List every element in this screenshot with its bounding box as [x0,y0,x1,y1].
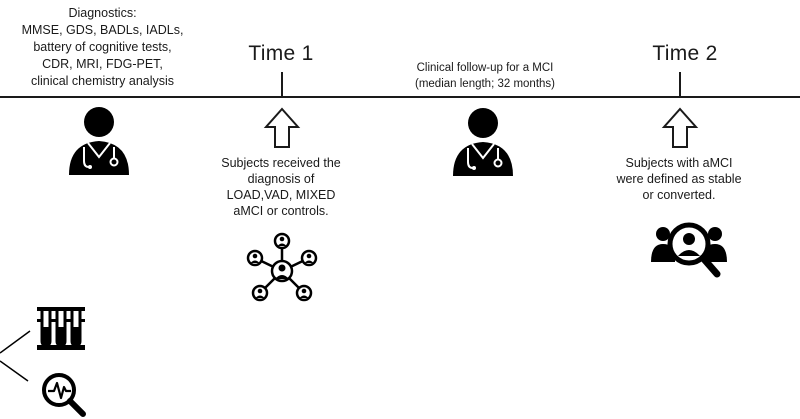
diagnostics-line: clinical chemistry analysis [30,74,175,88]
time2-caption-line: Subjects with aMCI [625,156,733,170]
time1-caption-line: LOAD,VAD, MIXED [226,188,336,202]
doctor-icon [69,107,129,175]
followup-text: Clinical follow-up for a MCI (median len… [390,60,580,92]
diagnostics-line: MMSE, GDS, BADLs, IADLs, [21,23,184,37]
test-tubes-icon [37,307,85,350]
diagnostics-line: battery of cognitive tests, [33,40,172,54]
diagnostics-line: Diagnostics: [68,6,137,20]
time1-caption-line: diagnosis of [247,172,315,186]
up-arrow-icon [661,107,699,148]
time2-label: Time 2 [652,42,718,65]
time2-caption-line: were defined as stable [616,172,742,186]
up-arrow-icon [263,107,301,148]
followup-line: Clinical follow-up for a MCI [416,62,554,74]
time1-tick [281,72,283,97]
time1-caption-line: aMCI or controls. [233,204,329,218]
time2-tick [679,72,681,97]
magnifier-pulse-icon [42,373,86,417]
diagnostics-line: CDR, MRI, FDG-PET, [42,57,163,71]
time2-caption: Subjects with aMCI were defined as stabl… [594,155,764,203]
branch-lines [0,330,31,382]
followup-line: (median length; 32 months) [415,78,555,90]
network-people-icon [246,232,318,302]
group-search-icon [651,222,727,278]
time1-caption-line: Subjects received the [221,156,341,170]
diagnostics-text: Diagnostics: MMSE, GDS, BADLs, IADLs, ba… [0,5,205,90]
time1-label: Time 1 [248,42,314,65]
time2-caption-line: or converted. [642,188,716,202]
time1-caption: Subjects received the diagnosis of LOAD,… [196,155,366,219]
doctor-icon [453,108,513,176]
timeline-axis [0,96,800,98]
